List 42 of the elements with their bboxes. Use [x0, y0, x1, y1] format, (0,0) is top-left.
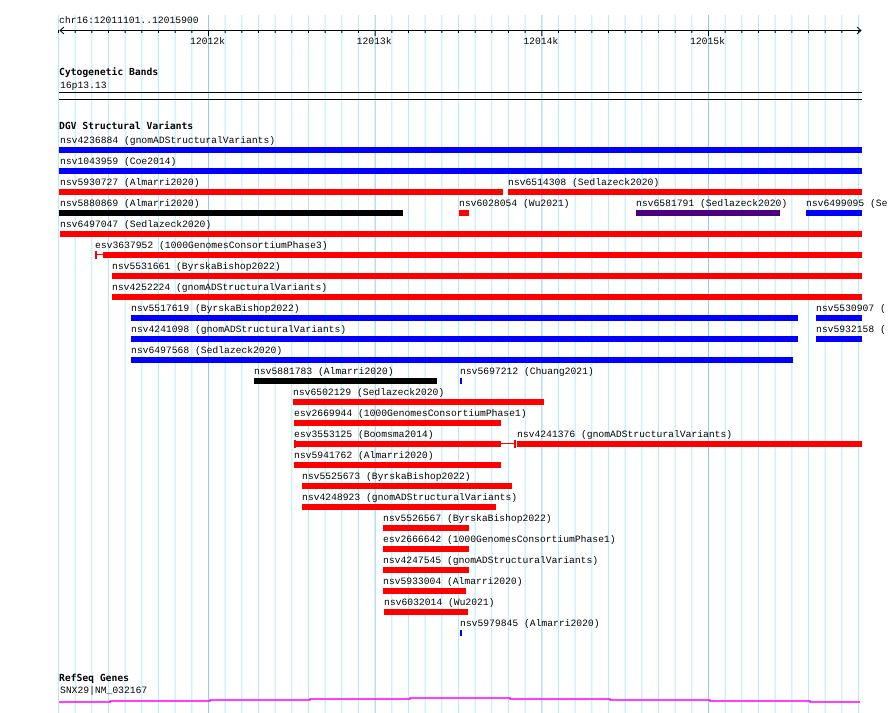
variant-label: nsv5697212 (Chuang2021) [460, 366, 594, 377]
variant-label: esv2669944 (1000GenomesConsortiumPhase1) [294, 408, 527, 419]
variant-label: nsv6502129 (Sedlazeck2020) [293, 387, 444, 398]
track-title: RefSeq Genes [59, 673, 129, 684]
gene-name: SNX29|NM_032167 [60, 685, 148, 696]
scale-label: 12014k [523, 36, 558, 47]
variant-label: nsv6032014 (Wu2021) [384, 597, 494, 608]
variant-label: nsv5932158 ( [816, 324, 886, 335]
variant-label: nsv5941762 (Almarri2020) [294, 450, 434, 461]
variant-label: nsv4252224 (gnomADStructuralVariants) [112, 282, 328, 293]
variant-label: nsv4247545 (gnomADStructuralVariants) [383, 555, 598, 566]
track-title: Cytogenetic Bands [59, 67, 158, 78]
variant-label: nsv6028054 (Wu2021) [459, 198, 570, 209]
variant-label: nsv5930727 (Almarri2020) [60, 177, 200, 188]
variant-label: nsv5881783 (Almarri2020) [254, 366, 394, 377]
variant-label: nsv4241098 (gnomADStructuralVariants) [131, 324, 346, 335]
variant-label: nsv5979845 (Almarri2020) [460, 618, 600, 629]
locus-title: chr16:12011101..12015900 [59, 15, 199, 26]
variant-label: nsv6497047 (Sedlazeck2020) [60, 219, 212, 230]
variant-label: nsv5531661 (ByrskaBishop2022) [112, 261, 281, 272]
variant-label: esv2666642 (1000GenomesConsortiumPhase1) [383, 534, 616, 545]
variant-label: nsv5526567 (ByrskaBishop2022) [383, 513, 552, 524]
scale-label: 12015k [690, 36, 725, 47]
variant-label: nsv5880869 (Almarri2020) [60, 198, 200, 209]
variant-label: nsv5530907 ( [816, 303, 886, 314]
scale-label: 12012k [190, 36, 225, 47]
variant-label: nsv5933004 (Almarri2020) [383, 576, 523, 587]
variant-label: esv3553125 (Boomsma2014) [294, 429, 434, 440]
variant-label: nsv1043959 (Coe2014) [60, 156, 176, 167]
variant-label: nsv6514308 (Sedlazeck2020) [508, 177, 660, 188]
variant-label: nsv4248923 (gnomADStructuralVariants) [302, 492, 518, 503]
track-title: DGV Structural Variants [59, 121, 194, 132]
variant-label: nsv5525673 (ByrskaBishop2022) [302, 471, 471, 482]
variant-label: nsv6497568 (Sedlazeck2020) [131, 345, 282, 356]
variant-label: nsv6581791 (Sedlazeck2020) [636, 198, 788, 209]
variant-label: esv3637952 (1000GenomesConsortiumPhase3) [95, 240, 328, 251]
band-name: 16p13.13 [60, 80, 107, 91]
variant-label: nsv4236884 (gnomADStructuralVariants) [60, 135, 276, 146]
variant-label: nsv6499095 (Se [806, 198, 888, 209]
variant-label: nsv5517619 (ByrskaBishop2022) [131, 303, 300, 314]
scale-label: 12013k [356, 36, 392, 47]
variant-label: nsv4241376 (gnomADStructuralVariants) [517, 429, 732, 440]
